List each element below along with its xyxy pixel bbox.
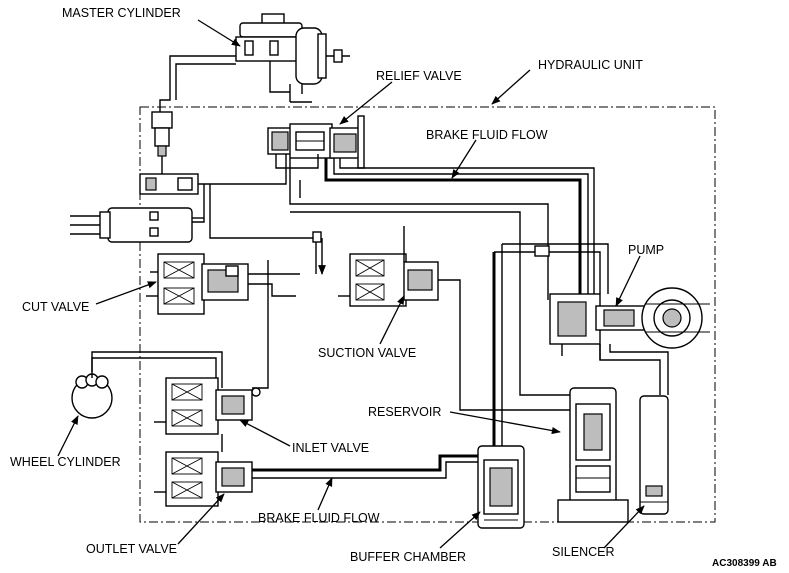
leader-lines: [57, 19, 645, 549]
relief-valve-lines: [324, 158, 595, 300]
inlet-valve: [154, 377, 261, 435]
buffer-chamber: [477, 445, 525, 529]
label-brake-fluid-flow-bottom: BRAKE FLUID FLOW: [258, 511, 380, 525]
suction-valve: [338, 226, 572, 411]
connector-block: [139, 173, 199, 195]
label-suction-valve: SUCTION VALVE: [318, 346, 416, 360]
figure-code: AC308399 AB: [712, 558, 777, 569]
label-hydraulic-unit: HYDRAULIC UNIT: [538, 58, 643, 72]
master-cylinder: [235, 13, 350, 103]
hydraulic-unit-boundary: [139, 106, 716, 523]
label-reservoir: RESERVOIR: [368, 405, 441, 419]
label-brake-fluid-flow-top: BRAKE FLUID FLOW: [426, 128, 548, 142]
pressure-sensor: [151, 111, 173, 174]
pump: [549, 287, 710, 360]
cut-valve: [146, 253, 249, 315]
label-pump: PUMP: [628, 243, 664, 257]
wheel-cylinder: [71, 351, 223, 419]
label-buffer-chamber: BUFFER CHAMBER: [350, 550, 466, 564]
reservoir: [557, 387, 629, 523]
label-wheel-cylinder: WHEEL CYLINDER: [10, 455, 121, 469]
label-outlet-valve: OUTLET VALVE: [86, 542, 177, 556]
label-relief-valve: RELIEF VALVE: [376, 69, 462, 83]
label-inlet-valve: INLET VALVE: [292, 441, 369, 455]
relief-valve: [267, 115, 365, 169]
label-cut-valve: CUT VALVE: [22, 300, 89, 314]
silencer: [639, 395, 669, 515]
pump-output-lines: [250, 243, 669, 479]
label-silencer: SILENCER: [552, 545, 615, 559]
label-master-cylinder: MASTER CYLINDER: [62, 6, 181, 20]
outlet-valve: [154, 434, 253, 507]
electrical-connector: [70, 150, 287, 243]
master-cylinder-lines: [159, 55, 290, 112]
